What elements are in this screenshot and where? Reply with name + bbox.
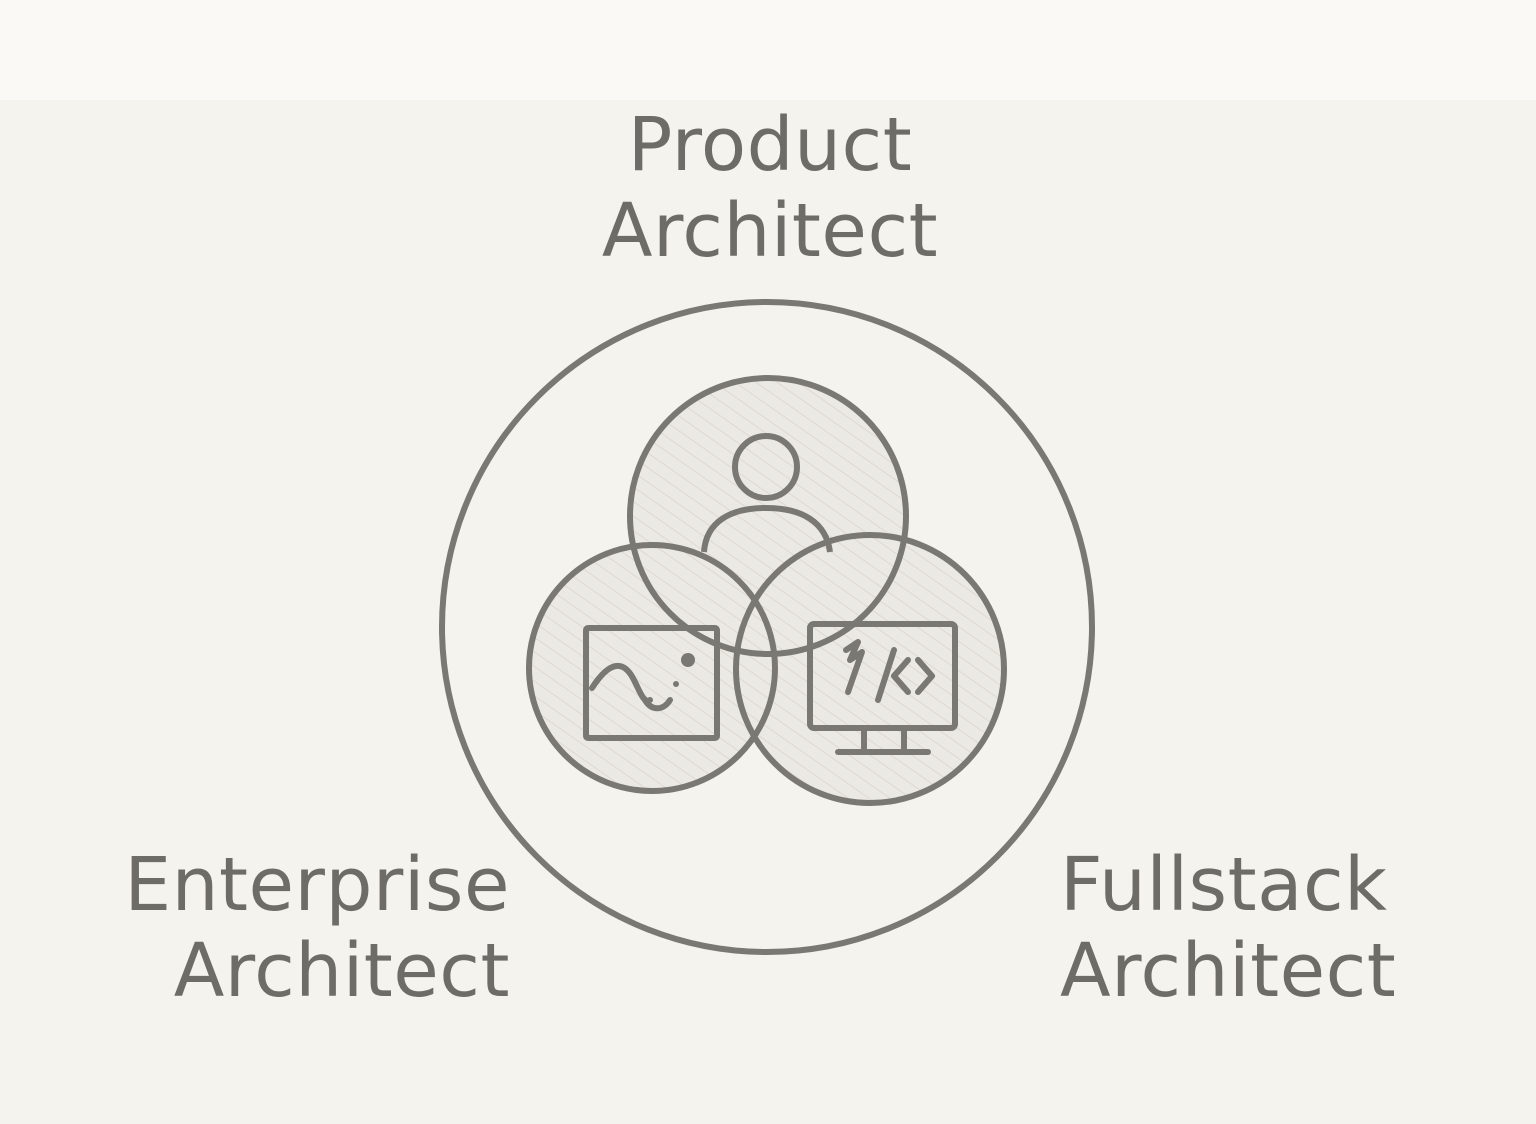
- left-circle-outline: [526, 542, 778, 794]
- top-circle-outline: [627, 375, 909, 657]
- enterprise-line2: Architect: [173, 928, 510, 1014]
- product-line2: Architect: [601, 188, 939, 274]
- fullstack-line2: Architect: [1060, 928, 1397, 1014]
- person-icon: [701, 433, 833, 553]
- outer-circle: [439, 299, 1095, 955]
- left-circle: [529, 545, 775, 791]
- fullstack-line1: Fullstack: [1060, 842, 1388, 928]
- fullstack-architect-label: Fullstack Architect: [1060, 842, 1460, 1014]
- top-band: [0, 0, 1536, 100]
- enterprise-line1: Enterprise: [124, 842, 510, 928]
- enterprise-architect-label: Enterprise Architect: [80, 842, 510, 1014]
- right-circle-outline: [733, 532, 1007, 806]
- image-frame-icon: [583, 625, 720, 741]
- product-line1: Product: [627, 102, 913, 188]
- product-architect-label: Product Architect: [560, 102, 980, 274]
- code-monitor-icon: [807, 621, 958, 755]
- right-circle: [736, 535, 1004, 803]
